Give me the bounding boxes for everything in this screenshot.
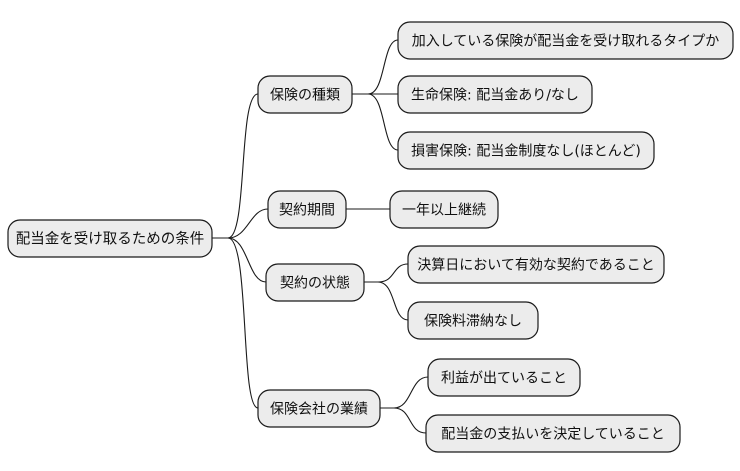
node-leaf-profit-label: 利益が出ていること <box>441 371 567 387</box>
node-branch-contract-status[interactable]: 契約の状態 <box>265 263 365 302</box>
node-root-box[interactable] <box>7 219 213 258</box>
edge-company-performance-to-dividend-decision <box>380 407 427 434</box>
node-root[interactable]: 配当金を受け取るための条件 <box>7 219 213 258</box>
node-leaf-nonlife-insurance-box[interactable] <box>397 131 655 170</box>
edge-group-root <box>212 93 269 409</box>
node-leaf-nonlife-insurance[interactable]: 損害保険: 配当金制度なし(ほとんど) <box>397 131 655 170</box>
node-branch-company-performance-box[interactable] <box>257 389 381 428</box>
edge-contract-status-to-arrears <box>364 281 409 321</box>
node-leaf-type-eligible-label: 加入している保険が配当金を受け取れるタイプか <box>412 34 720 50</box>
node-leaf-no-premium-arrears[interactable]: 保険料滞納なし <box>407 301 539 340</box>
node-leaf-dividend-decision-label: 配当金の支払いを決定していること <box>441 427 665 443</box>
node-branch-insurance-type-box[interactable] <box>257 75 353 114</box>
edge-insurance-type-to-eligible <box>352 39 399 95</box>
node-leaf-life-insurance-box[interactable] <box>397 75 593 114</box>
node-leaf-life-insurance-label: 生命保険: 配当金あり/なし <box>411 87 579 104</box>
node-branch-insurance-type-label: 保険の種類 <box>270 88 340 104</box>
node-leaf-valid-at-settlement-label: 決算日において有効な契約であること <box>417 258 654 274</box>
node-branch-contract-period-box[interactable] <box>267 190 347 229</box>
node-branch-contract-status-label: 契約の状態 <box>280 276 350 292</box>
edge-root-to-contract-period <box>212 208 269 239</box>
edge-insurance-type-to-nonlife <box>352 93 399 151</box>
node-leaf-no-premium-arrears-label: 保険料滞納なし <box>424 314 522 330</box>
node-branch-insurance-type[interactable]: 保険の種類 <box>257 75 353 114</box>
node-root-label: 配当金を受け取るための条件 <box>16 231 205 248</box>
edge-root-to-insurance-type <box>212 93 259 239</box>
edge-root-to-company-performance <box>212 237 259 409</box>
edge-group-insurance-type <box>352 39 399 151</box>
node-branch-company-performance-label: 保険会社の業績 <box>270 402 368 418</box>
node-leaf-dividend-decision-box[interactable] <box>425 414 681 453</box>
edge-group-contract-status <box>364 263 409 321</box>
node-leaf-dividend-decision[interactable]: 配当金の支払いを決定していること <box>425 414 681 453</box>
node-leaf-profit-box[interactable] <box>427 358 581 397</box>
node-leaf-one-year[interactable]: 一年以上継続 <box>389 190 499 229</box>
node-leaf-nonlife-insurance-label: 損害保険: 配当金制度なし(ほとんど) <box>411 144 641 160</box>
edge-company-performance-to-profit <box>380 376 429 409</box>
node-leaf-one-year-box[interactable] <box>389 190 499 229</box>
node-leaf-life-insurance[interactable]: 生命保険: 配当金あり/なし <box>397 75 593 114</box>
node-leaf-one-year-label: 一年以上継続 <box>402 202 486 219</box>
node-branch-contract-status-box[interactable] <box>265 263 365 302</box>
node-branch-contract-period[interactable]: 契約期間 <box>267 190 347 229</box>
node-leaf-valid-at-settlement[interactable]: 決算日において有効な契約であること <box>407 245 665 284</box>
node-leaf-type-eligible-box[interactable] <box>397 21 734 60</box>
node-branch-company-performance[interactable]: 保険会社の業績 <box>257 389 381 428</box>
node-leaf-no-premium-arrears-box[interactable] <box>407 301 539 340</box>
node-leaf-valid-at-settlement-box[interactable] <box>407 245 665 284</box>
node-leaf-profit[interactable]: 利益が出ていること <box>427 358 581 397</box>
edge-group-company-performance <box>380 376 429 434</box>
node-leaf-type-eligible[interactable]: 加入している保険が配当金を受け取れるタイプか <box>397 21 734 60</box>
edge-contract-status-to-valid <box>364 263 409 283</box>
node-branch-contract-period-label: 契約期間 <box>279 203 335 219</box>
